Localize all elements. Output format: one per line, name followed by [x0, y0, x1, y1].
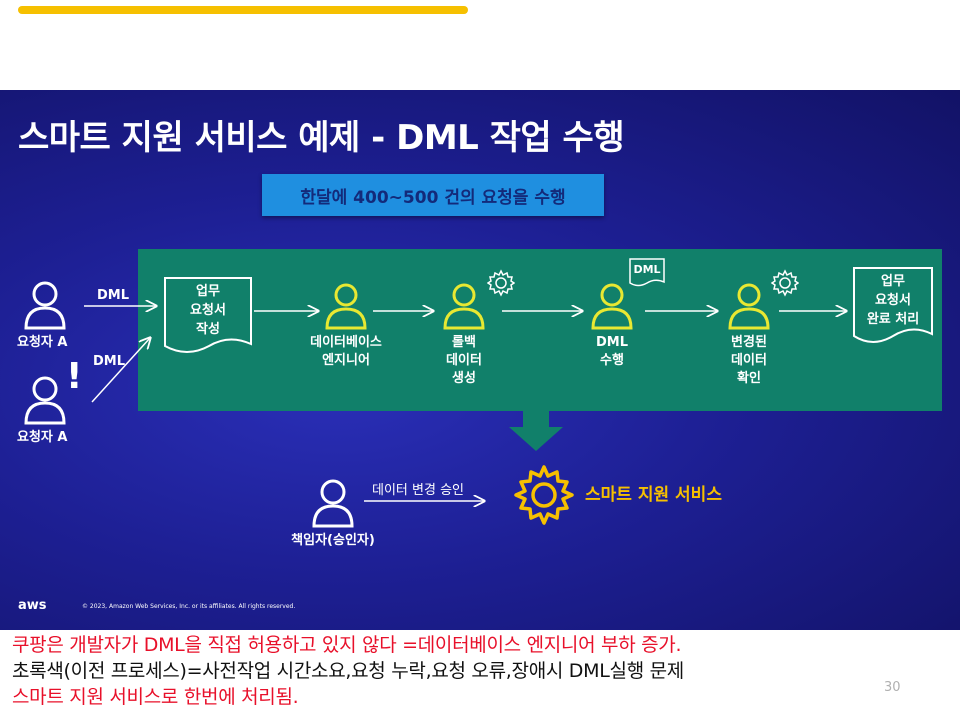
approver-label: 책임자(승인자)	[291, 533, 375, 548]
dml-label-top: DML	[97, 288, 130, 303]
top-accent-bar	[18, 6, 468, 14]
dba-label: 데이터베이스 엔지니어	[296, 334, 396, 370]
gear-icon	[771, 269, 799, 297]
label-line: 데이터	[446, 353, 482, 368]
slide-title: 스마트 지원 서비스 예제 - DML 작업 수행	[18, 118, 625, 158]
label-line: 데이터베이스	[310, 335, 382, 350]
legacy-process-box	[138, 249, 942, 411]
verify-label: 변경된 데이터 확인	[709, 334, 789, 388]
dml-document-tag: DML	[633, 263, 661, 276]
label-line: 수행	[600, 353, 624, 368]
slide: 스마트 지원 서비스 예제 - DML 작업 수행 한달에 400~500 건의…	[0, 90, 960, 630]
label-line: 데이터	[731, 353, 767, 368]
complete-document-icon	[853, 267, 933, 343]
approval-label: 데이터 변경 승인	[372, 483, 464, 498]
dml-exec-label: DML 수행	[572, 334, 652, 370]
label-line: 확인	[737, 371, 761, 386]
volume-banner: 한달에 400~500 건의 요청을 수행	[262, 174, 604, 216]
dml-exec-person-icon	[591, 283, 633, 330]
request-document-label: 업무 요청서 작성	[163, 282, 253, 339]
gear-icon	[514, 465, 574, 525]
doc-line: 완료 처리	[866, 312, 920, 327]
label-line: 변경된	[731, 335, 767, 350]
smart-service-label: 스마트 지원 서비스	[585, 485, 722, 505]
note-line-3: 스마트 지원 서비스로 한번에 처리됨.	[12, 686, 299, 708]
page-number: 30	[884, 680, 901, 695]
complete-document-label: 업무 요청서 완료 처리	[852, 272, 934, 329]
down-arrow-icon	[509, 411, 563, 451]
dba-icon	[325, 283, 367, 330]
note-line-2: 초록색(이전 프로세스)=사전작업 시간소요,요청 누락,요청 오류,장애시 D…	[12, 660, 684, 682]
doc-line: 작성	[196, 322, 220, 337]
rollback-person-icon	[443, 283, 485, 330]
copyright: © 2023, Amazon Web Services, Inc. or its…	[82, 603, 296, 610]
label-line: 엔지니어	[322, 353, 370, 368]
gear-icon	[487, 269, 515, 297]
note-line-1: 쿠팡은 개발자가 DML을 직접 허용하고 있지 않다 =데이터베이스 엔지니어…	[12, 634, 682, 656]
rollback-label: 롤백 데이터 생성	[424, 334, 504, 388]
doc-line: 업무	[196, 284, 220, 299]
exclamation-mark: !	[66, 356, 83, 397]
aws-logo: aws	[18, 598, 47, 613]
requester-a-bottom-icon	[24, 376, 66, 425]
requester-a-top-label: 요청자 A	[17, 335, 68, 350]
dml-document-icon	[629, 258, 665, 287]
requester-a-bottom-label: 요청자 A	[17, 430, 68, 445]
doc-line: 업무	[881, 274, 905, 289]
verify-person-icon	[728, 283, 770, 330]
doc-line: 요청서	[190, 303, 226, 318]
dml-label-bottom: DML	[93, 354, 126, 369]
approver-icon	[312, 479, 354, 528]
label-line: 생성	[452, 371, 476, 386]
doc-line: 요청서	[875, 293, 911, 308]
request-document-icon	[164, 277, 252, 353]
label-line: 롤백	[452, 335, 476, 350]
label-line: DML	[595, 335, 628, 350]
requester-a-top-icon	[24, 281, 66, 330]
